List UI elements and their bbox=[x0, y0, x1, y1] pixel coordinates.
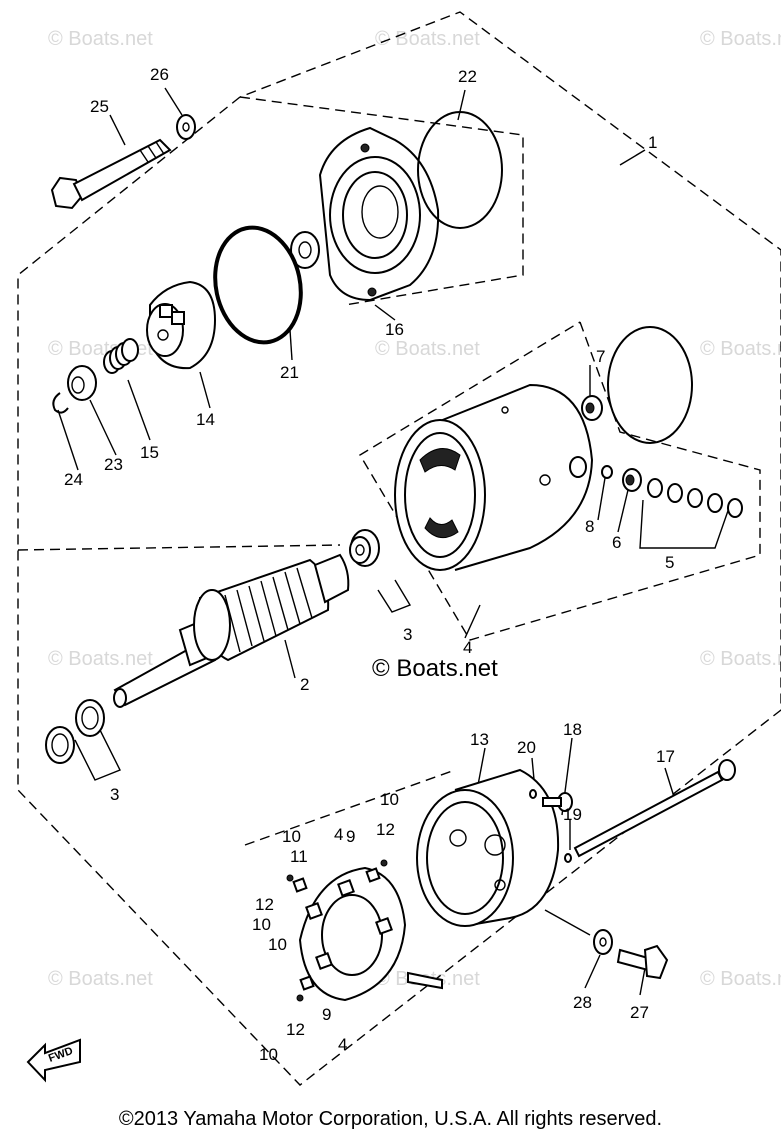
callout-4-yoke: 4 bbox=[463, 638, 472, 657]
copyright-notice: ©2013 Yamaha Motor Corporation, U.S.A. A… bbox=[118, 1108, 663, 1130]
center-watermark: © Boats.net bbox=[372, 655, 498, 682]
watermark: © Boats.net bbox=[700, 648, 781, 670]
callout-10-b: 10 bbox=[282, 827, 301, 846]
sub-boundary-yoke bbox=[359, 321, 761, 641]
callout-17: 17 bbox=[656, 747, 675, 766]
o-ring-20 bbox=[529, 789, 537, 799]
callout-10-e: 10 bbox=[259, 1045, 278, 1064]
callout-9-lower: 9 bbox=[322, 1005, 331, 1024]
watermark: © Boats.net bbox=[375, 28, 480, 50]
bearing-3-upper bbox=[349, 529, 380, 567]
callout-12-a: 12 bbox=[376, 820, 395, 839]
spring-15 bbox=[103, 338, 139, 374]
oil-seal bbox=[290, 231, 320, 269]
callout-27: 27 bbox=[630, 1003, 649, 1022]
watermark: © Boats.net bbox=[700, 338, 781, 360]
washer-set-5 bbox=[647, 478, 743, 518]
callout-10-d: 10 bbox=[268, 935, 287, 954]
pinion-14 bbox=[146, 280, 217, 370]
yoke-4 bbox=[394, 383, 594, 571]
front-bracket-16 bbox=[318, 126, 440, 302]
collar-23 bbox=[67, 365, 97, 401]
washer-28 bbox=[593, 929, 613, 955]
armature-2 bbox=[113, 553, 350, 708]
callout-16: 16 bbox=[385, 320, 404, 339]
brush-holder-assembly bbox=[286, 859, 443, 1002]
leader-lines bbox=[57, 87, 731, 996]
fwd-arrow-icon: FWD bbox=[26, 1038, 81, 1083]
rear-cover-13 bbox=[416, 768, 560, 927]
callout-4-brush-lower: 4 bbox=[338, 1035, 347, 1054]
watermark-group: © Boats.net © Boats.net © Boats.net © Bo… bbox=[48, 28, 781, 990]
sub-boundary-armature bbox=[17, 544, 341, 551]
o-ring-right bbox=[607, 326, 693, 444]
callout-10-c: 10 bbox=[252, 915, 271, 934]
watermark: © Boats.net bbox=[700, 968, 781, 990]
callout-22: 22 bbox=[458, 67, 477, 86]
callout-14: 14 bbox=[196, 410, 215, 429]
callout-26: 26 bbox=[150, 65, 169, 84]
watermark: © Boats.net bbox=[48, 648, 153, 670]
callout-20: 20 bbox=[517, 738, 536, 757]
sub-boundary-cover bbox=[244, 769, 456, 846]
callout-3-upper: 3 bbox=[403, 625, 412, 644]
washers-3-lower bbox=[45, 699, 105, 764]
callout-labels: 1 2 3 3 4 4 4 5 6 7 8 9 9 10 10 10 10 10… bbox=[64, 65, 675, 1064]
screw-18 bbox=[542, 792, 573, 812]
callout-9-upper: 9 bbox=[346, 827, 355, 846]
bolt-25 bbox=[50, 138, 172, 210]
nut-7 bbox=[581, 395, 603, 421]
callout-10-a: 10 bbox=[380, 790, 399, 809]
o-ring-8 bbox=[601, 465, 613, 479]
callout-3-lower: 3 bbox=[110, 785, 119, 804]
callout-8: 8 bbox=[585, 517, 594, 536]
o-ring-22 bbox=[417, 111, 503, 229]
callout-24: 24 bbox=[64, 470, 83, 489]
callout-19: 19 bbox=[563, 805, 582, 824]
callout-6: 6 bbox=[612, 533, 621, 552]
callout-28: 28 bbox=[573, 993, 592, 1012]
o-ring-19 bbox=[564, 853, 572, 863]
callout-21: 21 bbox=[280, 363, 299, 382]
callout-4-brush-upper: 4 bbox=[334, 825, 343, 844]
bolt-17 bbox=[573, 759, 736, 858]
callout-18: 18 bbox=[563, 720, 582, 739]
sub-boundary-upper bbox=[239, 96, 524, 306]
o-ring-21 bbox=[213, 225, 303, 345]
watermark: © Boats.net bbox=[48, 28, 153, 50]
callout-23: 23 bbox=[104, 455, 123, 474]
watermark: © Boats.net bbox=[48, 968, 153, 990]
callout-15: 15 bbox=[140, 443, 159, 462]
callout-5: 5 bbox=[665, 553, 674, 572]
watermark: © Boats.net bbox=[700, 28, 781, 50]
callout-12-b: 12 bbox=[255, 895, 274, 914]
washer-6 bbox=[622, 468, 642, 492]
callout-7: 7 bbox=[596, 347, 605, 366]
bolt-27 bbox=[616, 944, 669, 980]
washer-26 bbox=[176, 114, 196, 140]
callout-13: 13 bbox=[470, 730, 489, 749]
callout-11: 11 bbox=[290, 847, 308, 866]
callout-1: 1 bbox=[648, 133, 657, 152]
callout-2: 2 bbox=[300, 675, 309, 694]
callout-25: 25 bbox=[90, 97, 109, 116]
circlip-24 bbox=[52, 392, 69, 414]
watermark: © Boats.net bbox=[375, 338, 480, 360]
callout-12-c: 12 bbox=[286, 1020, 305, 1039]
